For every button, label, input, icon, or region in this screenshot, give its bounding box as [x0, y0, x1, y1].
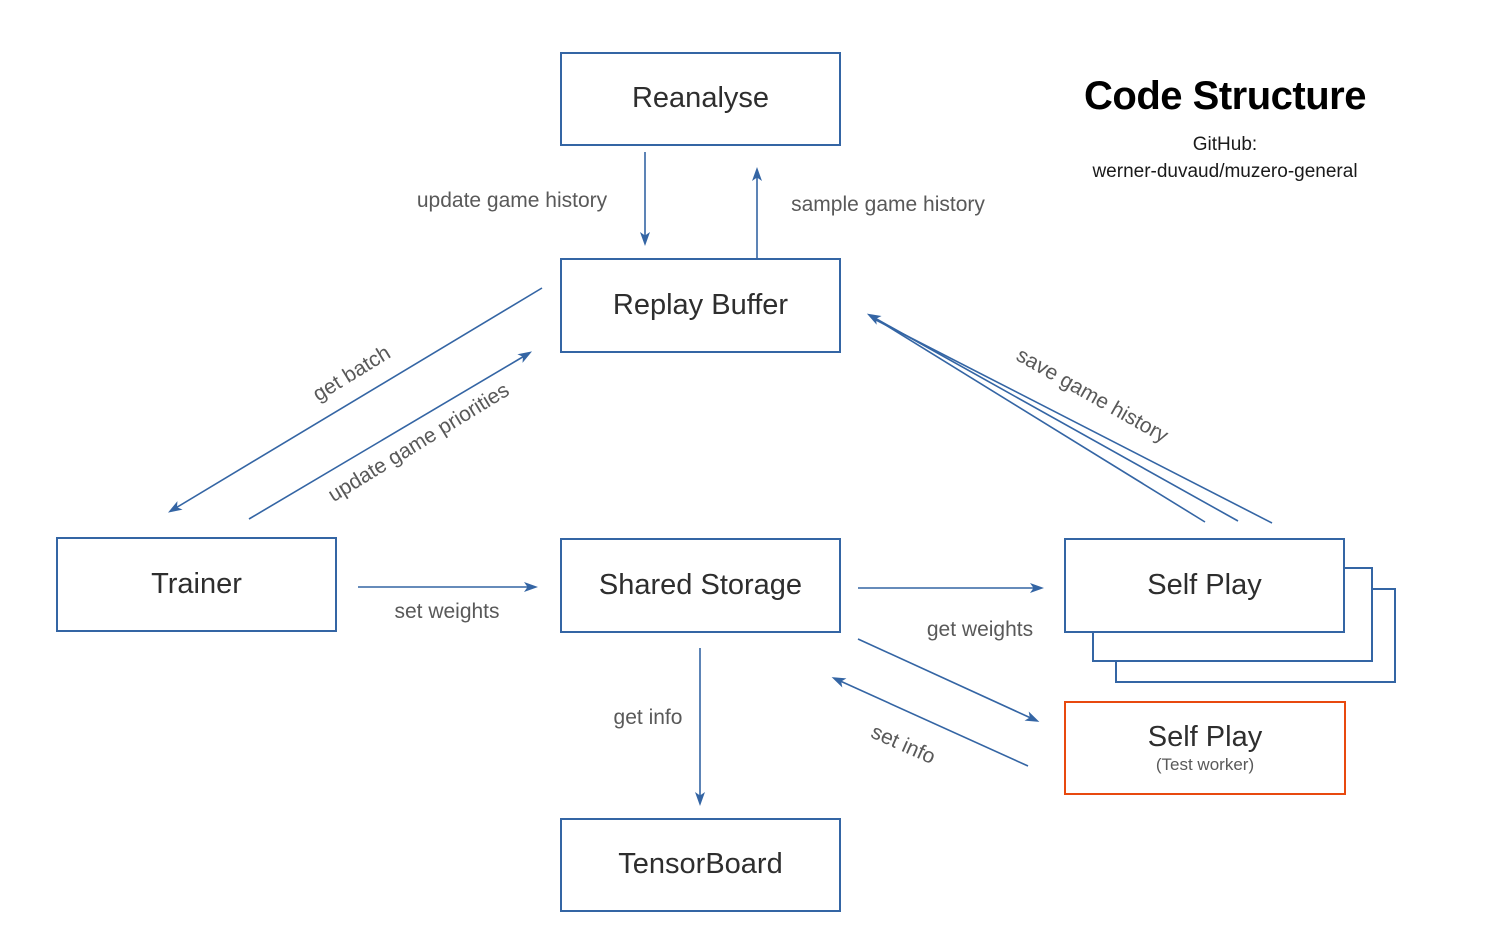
node-self-play-test-worker-sublabel: (Test worker) — [1155, 754, 1255, 774]
node-tensorboard: TensorBoard — [560, 818, 841, 912]
arrow-save-game-history-3 — [875, 319, 1273, 524]
node-trainer-label: Trainer — [151, 567, 242, 600]
node-replay-buffer: Replay Buffer — [560, 258, 841, 353]
node-replay-buffer-label: Replay Buffer — [612, 288, 789, 321]
title-subtitle-github: GitHub: — [1192, 134, 1258, 155]
node-self-play-test-worker: Self Play (Test worker) — [1064, 701, 1346, 795]
page-title: Code Structure — [1084, 74, 1366, 118]
node-reanalyse-label: Reanalyse — [631, 82, 770, 115]
arrow-save-game-history-1 — [870, 315, 1206, 523]
arrow-save-game-history-2 — [866, 313, 1239, 522]
node-shared-storage: Shared Storage — [560, 538, 841, 633]
title-block: Code Structure GitHub: werner-duvaud/muz… — [1030, 76, 1420, 185]
arrow-shared-to-test-worker — [857, 638, 1040, 722]
node-self-play-test-worker-label: Self Play — [1147, 720, 1263, 753]
node-shared-storage-label: Shared Storage — [598, 568, 803, 601]
arrow-set-info — [831, 677, 1029, 767]
edge-label-set-weights: set weights — [394, 600, 500, 623]
arrow-get-batch — [167, 287, 543, 513]
edge-label-update-game-history: update game history — [416, 189, 608, 212]
node-trainer: Trainer — [56, 537, 337, 632]
edge-label-get-info: get info — [613, 706, 683, 729]
arrow-update-game-priorities — [248, 351, 533, 520]
edge-label-get-weights: get weights — [926, 618, 1034, 641]
edge-label-sample-game-history: sample game history — [791, 193, 985, 216]
node-self-play-label: Self Play — [1147, 568, 1262, 601]
node-reanalyse: Reanalyse — [560, 52, 841, 146]
node-self-play: Self Play — [1064, 538, 1345, 633]
node-tensorboard-label: TensorBoard — [618, 848, 783, 881]
title-subtitle-repo: werner-duvaud/muzero-general — [1092, 160, 1358, 182]
